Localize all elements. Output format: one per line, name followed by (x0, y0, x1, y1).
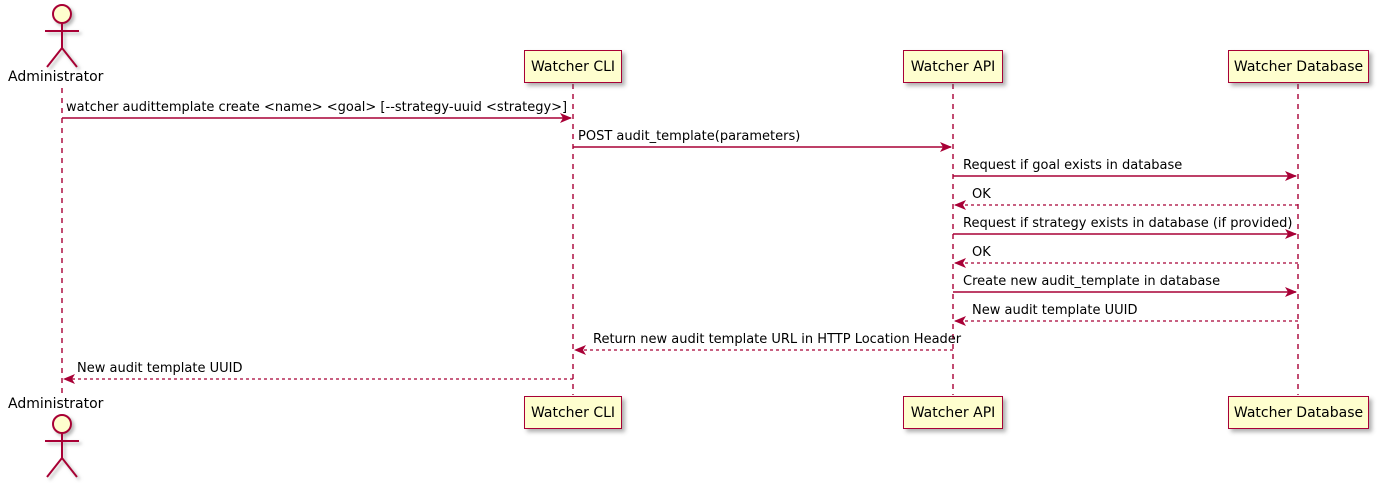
message-label-7: New audit template UUID (972, 303, 1138, 318)
participant-label-watcher-database-bottom: Watcher Database (1233, 404, 1364, 421)
message-label-8: Return new audit template URL in HTTP Lo… (593, 332, 962, 347)
message-label-3: OK (972, 187, 991, 202)
message-label-5: OK (972, 245, 991, 260)
participant-label-watcher-cli-top: Watcher CLI (530, 58, 616, 75)
actor-administrator-top (45, 4, 79, 68)
actor-label-administrator-top: Administrator (8, 69, 104, 85)
message-arrows (62, 113, 1298, 384)
participant-box-watcher-database-top[interactable]: Watcher Database (1228, 50, 1369, 83)
actor-label-administrator-bottom: Administrator (8, 396, 104, 412)
message-label-4: Request if strategy exists in database (… (963, 216, 1293, 231)
message-label-2: Request if goal exists in database (963, 158, 1183, 173)
participant-label-watcher-cli-bottom: Watcher CLI (530, 404, 616, 421)
lifelines (61, 84, 1299, 398)
participant-label-watcher-api-top: Watcher API (910, 58, 996, 75)
participant-box-watcher-cli-top[interactable]: Watcher CLI (524, 50, 622, 83)
participant-box-watcher-database-bottom[interactable]: Watcher Database (1228, 396, 1369, 429)
actor-administrator-bottom (45, 414, 79, 478)
message-label-0: watcher audittemplate create <name> <goa… (66, 100, 568, 115)
message-label-1: POST audit_template(parameters) (578, 129, 801, 144)
participant-label-watcher-database-top: Watcher Database (1233, 58, 1364, 75)
participant-box-watcher-api-top[interactable]: Watcher API (903, 50, 1003, 83)
participant-label-watcher-api-bottom: Watcher API (910, 404, 996, 421)
message-label-6: Create new audit_template in database (963, 274, 1221, 289)
message-label-9: New audit template UUID (77, 361, 243, 376)
participant-box-watcher-api-bottom[interactable]: Watcher API (903, 396, 1003, 429)
participant-box-watcher-cli-bottom[interactable]: Watcher CLI (524, 396, 622, 429)
